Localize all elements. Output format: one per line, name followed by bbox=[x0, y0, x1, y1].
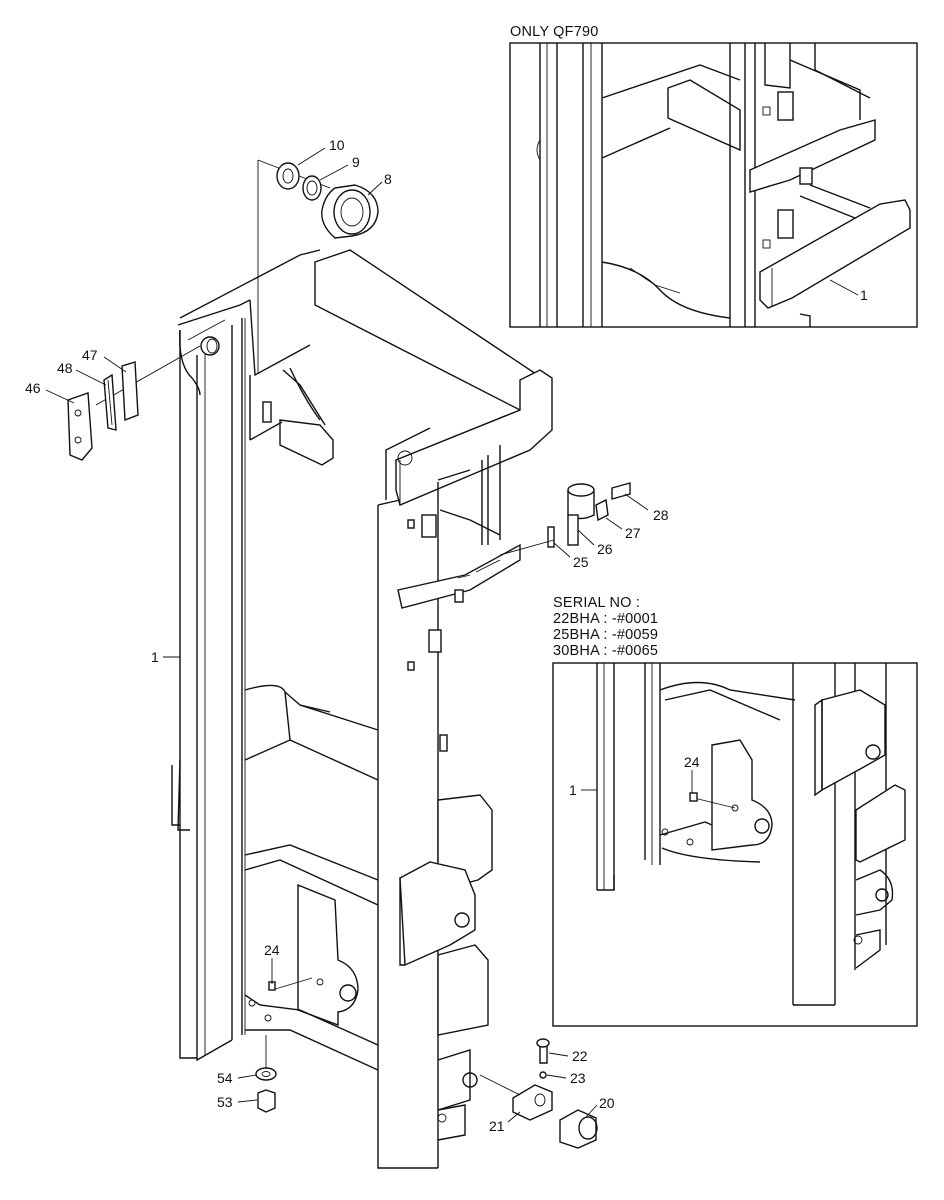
washer-part-23 bbox=[539, 1071, 547, 1079]
callout-20: 20 bbox=[599, 1095, 615, 1111]
callout-24-main: 24 bbox=[264, 942, 280, 958]
callout-53: 53 bbox=[217, 1094, 233, 1110]
callout-28: 28 bbox=[653, 507, 669, 523]
inset-serial-no: SERIAL NO : 22BHA : -#0001 25BHA : -#005… bbox=[552, 595, 918, 1027]
callout-47: 47 bbox=[82, 347, 98, 363]
pin-part-21 bbox=[512, 1084, 553, 1121]
block-part-46 bbox=[67, 392, 93, 461]
inset-frame-middle bbox=[552, 662, 918, 1027]
washer-part-9 bbox=[302, 175, 322, 201]
plate-part-25 bbox=[547, 526, 555, 548]
inset-frame-top bbox=[509, 42, 918, 328]
callout-27: 27 bbox=[625, 525, 641, 541]
leader-lines bbox=[45, 147, 859, 1123]
callout-8: 8 bbox=[384, 171, 392, 187]
callout-25: 25 bbox=[573, 554, 589, 570]
callout-1-middle-inset: 1 bbox=[569, 782, 577, 798]
callout-21: 21 bbox=[489, 1118, 505, 1134]
inset-only-qf790: ONLY QF790 bbox=[509, 24, 918, 328]
plate-part-47 bbox=[121, 361, 139, 421]
washer-part-54 bbox=[255, 1067, 277, 1081]
serial-line-3: 30BHA : -#0065 bbox=[553, 643, 658, 659]
callout-22: 22 bbox=[572, 1048, 588, 1064]
callout-9: 9 bbox=[352, 154, 360, 170]
callout-54: 54 bbox=[217, 1070, 233, 1086]
washer-part-10 bbox=[276, 162, 300, 190]
callout-23: 23 bbox=[570, 1070, 586, 1086]
bracket-part-26 bbox=[567, 514, 579, 546]
callout-10: 10 bbox=[329, 137, 345, 153]
serial-line-2: 25BHA : -#0059 bbox=[553, 627, 658, 643]
exploded-parts bbox=[67, 159, 631, 1149]
callout-24-inset: 24 bbox=[684, 754, 700, 770]
callout-48: 48 bbox=[57, 360, 73, 376]
callout-26: 26 bbox=[597, 541, 613, 557]
serial-line-0: SERIAL NO : bbox=[553, 595, 640, 611]
inset-caption-only-qf790: ONLY QF790 bbox=[510, 24, 599, 40]
callout-1-main: 1 bbox=[151, 649, 159, 665]
bearing-part-8 bbox=[321, 184, 379, 239]
bushing-part-20 bbox=[559, 1109, 597, 1149]
mast-assembly bbox=[171, 249, 553, 1169]
callout-1-top-inset: 1 bbox=[860, 287, 868, 303]
bolt-part-28 bbox=[611, 482, 631, 500]
callout-46: 46 bbox=[25, 380, 41, 396]
nut-part-53 bbox=[257, 1089, 276, 1113]
callout-labels: 10 9 8 47 48 46 1 1 1 28 27 26 25 24 24 … bbox=[25, 137, 868, 1134]
serial-line-1: 22BHA : -#0001 bbox=[553, 611, 658, 627]
